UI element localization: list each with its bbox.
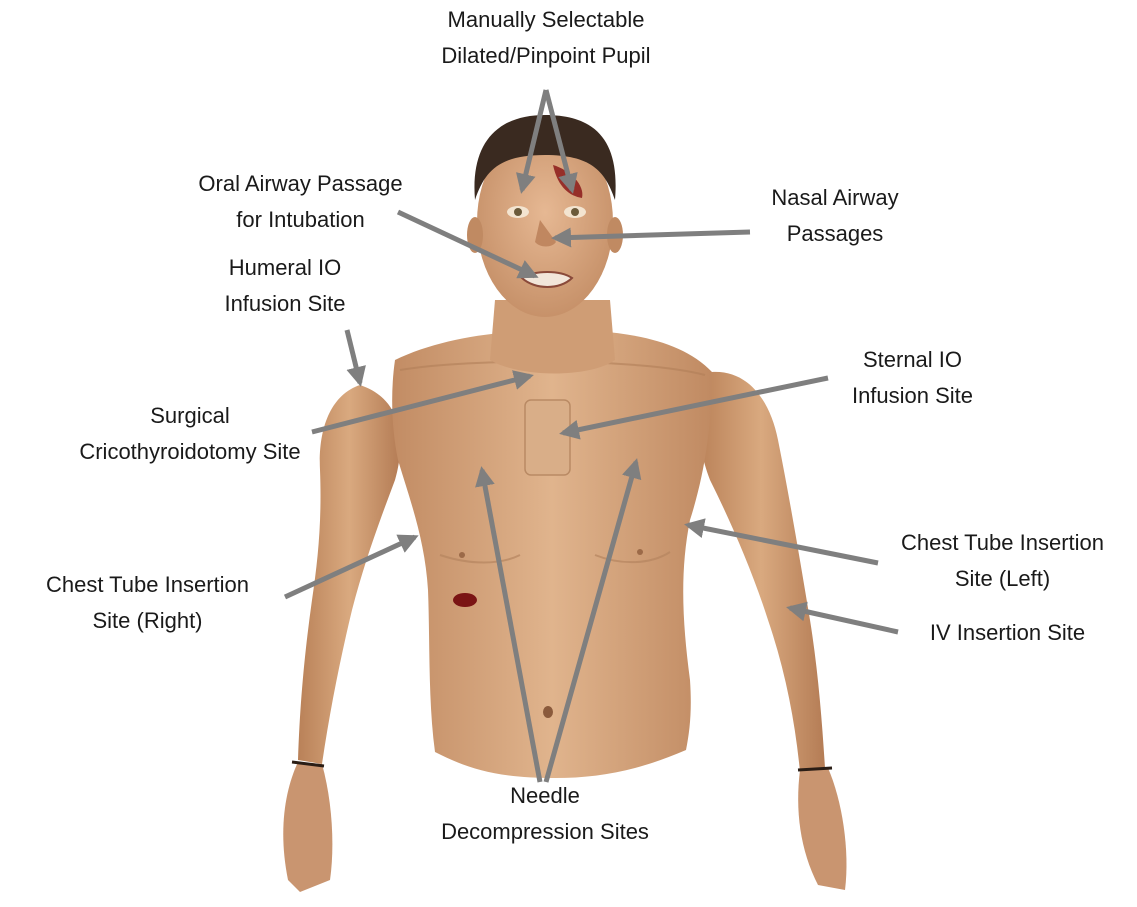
label-chest-right-line1: Chest Tube Insertion — [10, 567, 285, 603]
label-pupil-line2: Dilated/Pinpoint Pupil — [396, 38, 696, 74]
label-chest-left: Chest Tube Insertion Site (Left) — [870, 525, 1135, 597]
label-oral: Oral Airway Passage for Intubation — [168, 166, 433, 238]
arrow-humeral — [347, 330, 360, 383]
head — [467, 115, 623, 317]
label-needle: Needle Decompression Sites — [410, 778, 680, 850]
left-arm — [697, 372, 846, 890]
navel — [543, 706, 553, 718]
label-chest-left-line2: Site (Left) — [870, 561, 1135, 597]
label-sternal: Sternal IO Infusion Site — [820, 342, 1005, 414]
label-chest-right: Chest Tube Insertion Site (Right) — [10, 567, 285, 639]
label-chest-left-line1: Chest Tube Insertion — [870, 525, 1135, 561]
chest-wound — [453, 593, 477, 607]
label-oral-line1: Oral Airway Passage — [168, 166, 433, 202]
label-needle-line2: Decompression Sites — [410, 814, 680, 850]
label-cric: Surgical Cricothyroidotomy Site — [70, 398, 310, 470]
label-sternal-line2: Infusion Site — [820, 378, 1005, 414]
label-humeral-line2: Infusion Site — [195, 286, 375, 322]
label-nasal-line1: Nasal Airway — [735, 180, 935, 216]
right-pupil — [514, 208, 522, 216]
label-humeral: Humeral IO Infusion Site — [195, 250, 375, 322]
label-cric-line2: Cricothyroidotomy Site — [70, 434, 310, 470]
label-pupil-line1: Manually Selectable — [396, 2, 696, 38]
label-iv-line1: IV Insertion Site — [900, 615, 1115, 651]
label-sternal-line1: Sternal IO — [820, 342, 1005, 378]
label-chest-right-line2: Site (Right) — [10, 603, 285, 639]
label-iv: IV Insertion Site — [900, 615, 1115, 651]
label-needle-line1: Needle — [410, 778, 680, 814]
left-pupil — [571, 208, 579, 216]
label-cric-line1: Surgical — [70, 398, 310, 434]
label-oral-line2: for Intubation — [168, 202, 433, 238]
label-nasal-line2: Passages — [735, 216, 935, 252]
sternal-pad — [525, 400, 570, 475]
label-pupil: Manually Selectable Dilated/Pinpoint Pup… — [396, 2, 696, 74]
label-humeral-line1: Humeral IO — [195, 250, 375, 286]
label-nasal: Nasal Airway Passages — [735, 180, 935, 252]
